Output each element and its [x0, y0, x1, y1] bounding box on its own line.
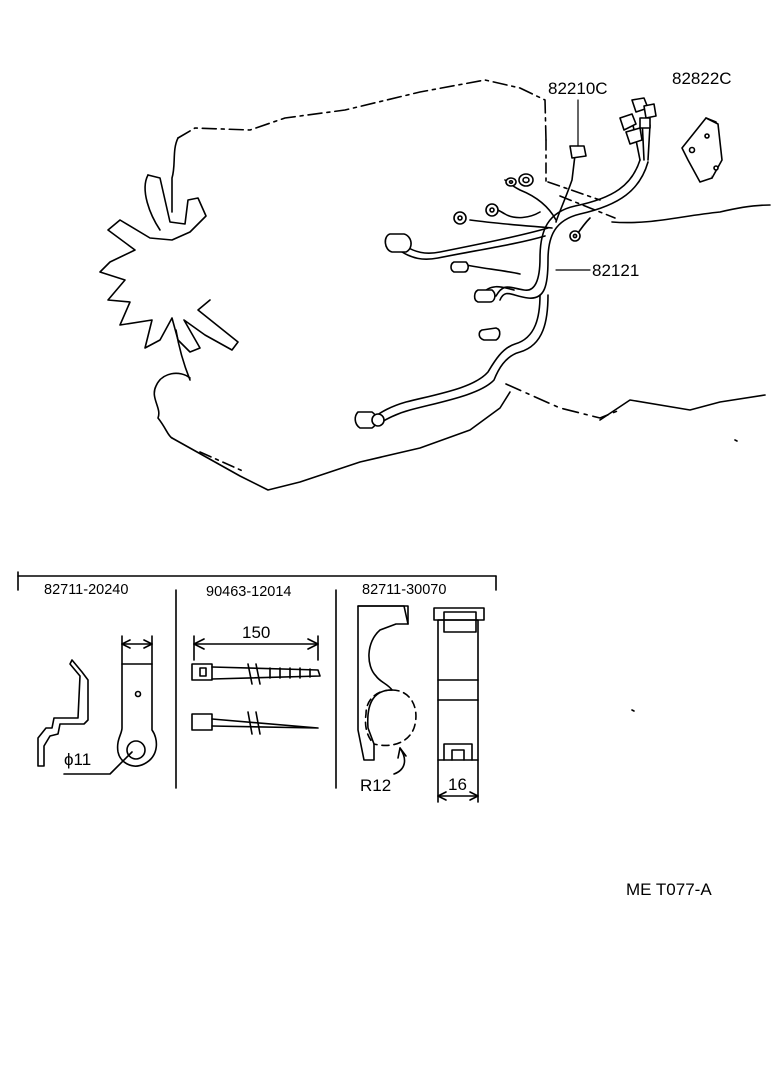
wire-harness — [373, 117, 651, 425]
part-number-band: 90463-12014 — [206, 584, 292, 600]
callout-82822C: 82822C — [672, 69, 732, 88]
callout-leaders — [555, 99, 591, 271]
engine-outline — [99, 79, 771, 712]
holder-82711-30070 — [357, 605, 485, 803]
parts-table-frame — [17, 571, 497, 789]
part-number-holder: 82711-30070 — [362, 582, 447, 598]
dimension-width: 16 — [448, 775, 467, 794]
harness-connectors — [354, 97, 657, 429]
callout-82210C: 82210C — [548, 79, 608, 98]
dimension-hole-diameter: ϕ11 — [64, 750, 92, 769]
callout-82121: 82121 — [592, 261, 640, 280]
dimension-band-length: 150 — [242, 623, 271, 642]
figure-code: ME T077-A — [626, 880, 712, 899]
band-90463-12014 — [191, 635, 321, 735]
bracket-82822C — [681, 117, 723, 183]
dimension-radius: R12 — [360, 776, 392, 795]
clamp-82711-20240 — [37, 635, 158, 775]
part-number-clamp: 82711-20240 — [44, 582, 129, 598]
